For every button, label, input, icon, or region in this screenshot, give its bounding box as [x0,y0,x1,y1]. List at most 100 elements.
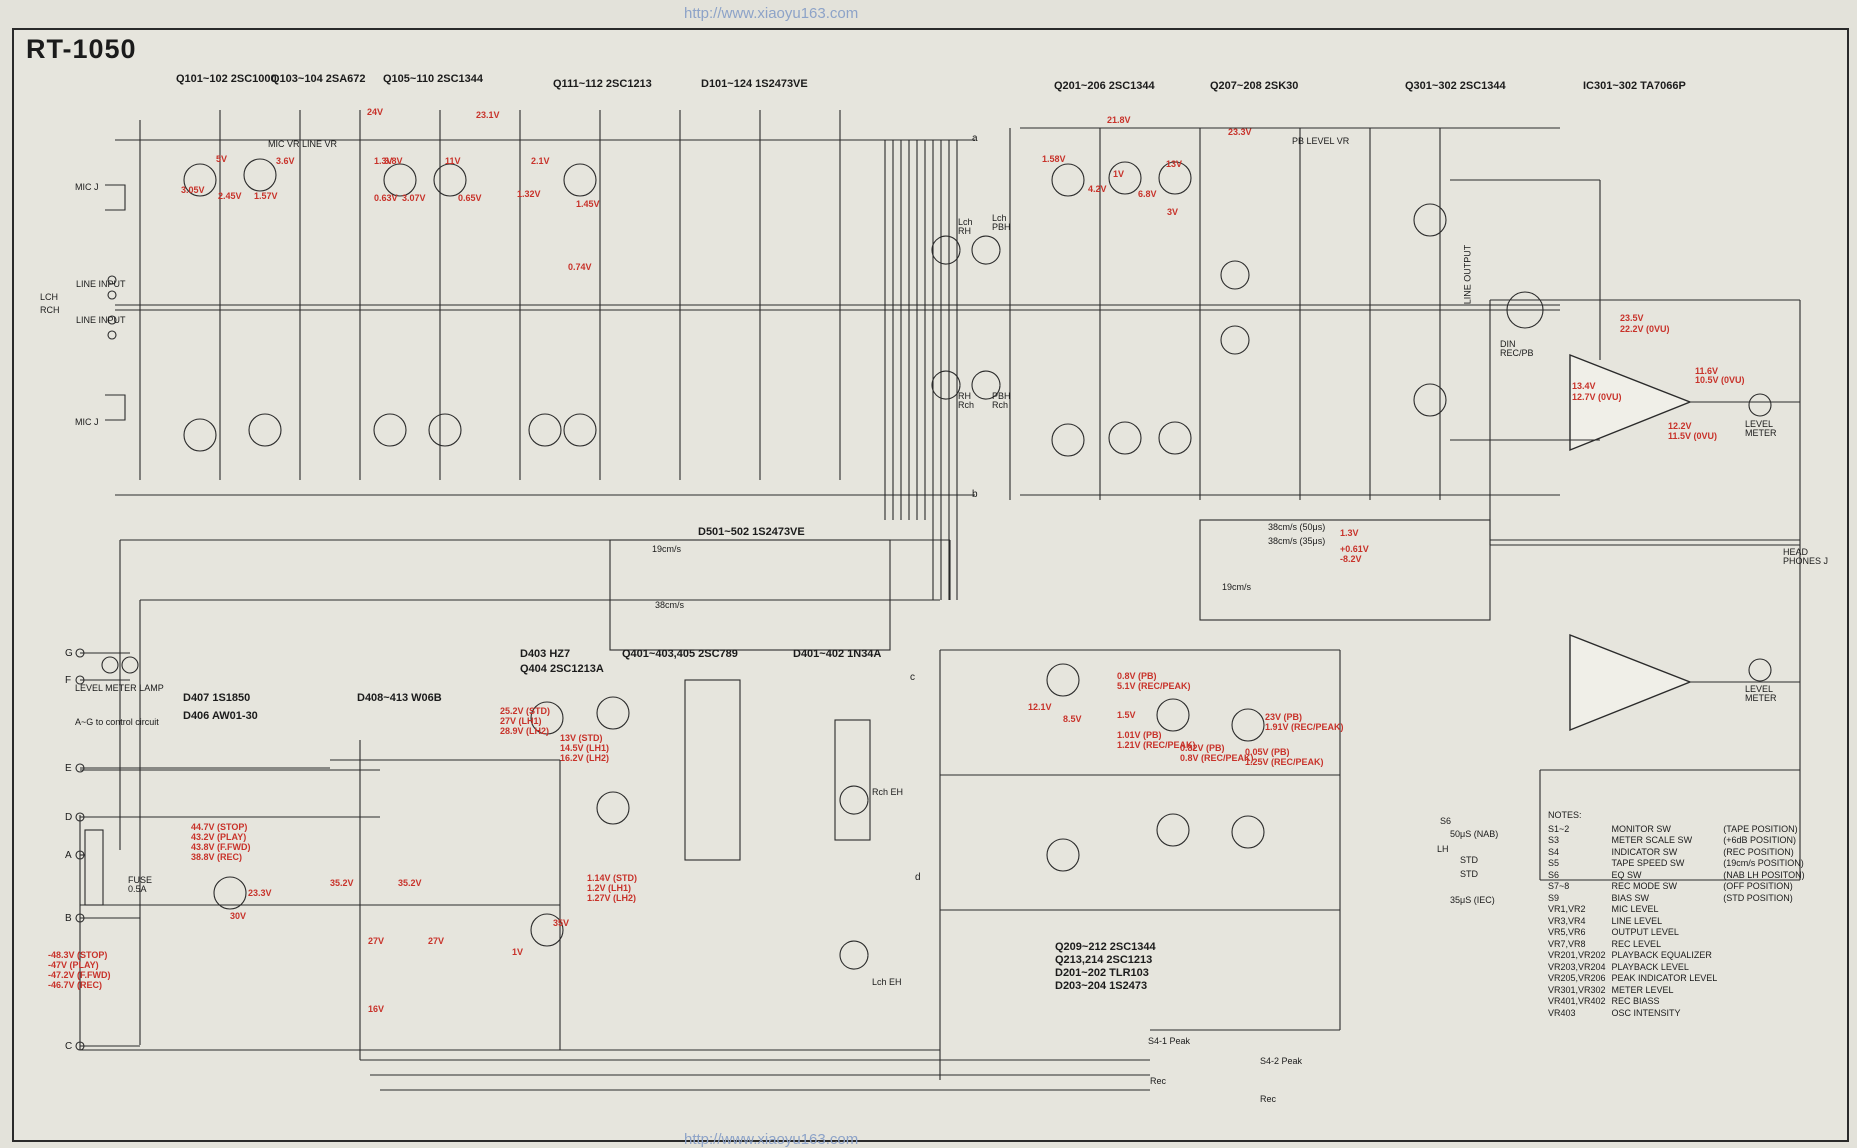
watermark-bottom[interactable]: http://www.xiaoyu163.com [684,1131,859,1148]
header-part-d101: D101~124 1S2473VE [701,78,808,90]
rh-rch: RH Rch [958,391,975,410]
voltage-063v: 0.63V [374,193,398,203]
io-mark-a: a [972,133,978,144]
notes-title: NOTES: [1548,810,1582,820]
voltage-127v: 12.7V (0VU) [1572,392,1622,402]
notes-desc: REC MODE SW [1611,881,1678,891]
notes-desc: BIAS SW [1611,892,1650,903]
voltage-85v: 8.5V [1063,714,1082,724]
terminal-b: B [65,913,72,924]
header-part-q111: Q111~112 2SC1213 [553,78,652,90]
header-part-ic301: IC301~302 TA7066P [1583,80,1686,92]
notes-ref: S4 [1548,846,1560,857]
voltage-115v: 11.5V (0VU) [1668,431,1718,441]
bottom-part-q209: Q209~212 2SC1344 [1055,941,1156,953]
fuse-label: FUSE 0.5A [128,875,153,894]
voltage-483v: -48.3V (STOP) [48,950,108,960]
notes-desc: METER LEVEL [1611,984,1674,995]
header-part-q201: Q201~206 2SC1344 [1054,80,1155,92]
eq-switch-nab: 50μS (NAB) [1450,829,1499,839]
voltage-68v: 6.8V [1138,189,1157,199]
level-meter-lamp-label: LEVEL METER LAMP [75,683,164,693]
header-part-q103: Q103~104 2SA672 [271,73,366,85]
notes-position: (OFF POSITION) [1723,881,1793,891]
voltage-145v: 14.5V (LH1) [560,743,610,753]
notes-ref: VR301,VR302 [1548,984,1606,995]
switch-s4-1: S4-1 Peak [1148,1036,1191,1046]
voltage-447v: 44.7V (STOP) [191,822,248,832]
notes-row: VR301,VR302 METER LEVEL [1548,985,1811,997]
notes-ref: VR5,VR6 [1548,927,1586,937]
notes-ref: VR201,VR202 [1548,950,1606,960]
pb-level-vr-label: PB LEVEL VR [1292,136,1350,146]
line-input-l: LINE INPUT [76,279,126,289]
voltage-438v: 43.8V (F.FWD) [191,842,251,852]
header-part-q105: Q105~110 2SC1344 [383,73,484,85]
control-circuit-label: A~G to control circuit [75,717,159,727]
notes-position [1723,904,1810,916]
terminal-c: C [65,1041,73,1052]
mid-part-d407: D407 1S1850 [183,692,251,704]
switch-s4-2: S4-2 Peak [1260,1056,1303,1066]
notes-ref: S9 [1548,892,1560,903]
io-mark-c: c [910,672,915,683]
voltage-231v: 23.1V [476,110,500,120]
voltage-36v: 3.6V [276,156,295,166]
notes-desc: TAPE SPEED SW [1611,858,1685,868]
line-input-r: LINE INPUT [76,315,126,325]
voltage-13v-b: 13V [1166,159,1183,169]
notes-ref: VR1,VR2 [1548,904,1586,914]
notes-ref: S1~2 [1548,823,1570,834]
notes-position [1723,950,1810,962]
terminal-a: A [65,850,72,861]
voltage-074v: 0.74V [568,262,592,272]
voltage-122v: 12.2V [1668,421,1692,431]
voltage-21v: 2.1V [531,156,550,166]
voltage-467v: -46.7V (REC) [48,980,103,990]
line-output-label: LINE OUTPUT [1462,244,1473,305]
notes-position [1723,973,1810,985]
rch-eh-label: Rch EH [872,787,904,797]
speed-s5-1: 19cm/s [652,544,682,554]
voltage-005v: 0.05V (PB) [1245,747,1290,757]
notes-desc: LINE LEVEL [1611,915,1663,926]
notes-desc: REC BIASS [1611,996,1660,1006]
io-mark-d: d [915,872,921,883]
terminal-d: D [65,812,73,823]
watermark-top[interactable]: http://www.xiaoyu163.com [684,5,859,22]
voltage-24v: 24V [367,107,384,117]
eq-switch-s6: S6 [1440,816,1452,826]
voltage-233v-b: 23.3V [248,888,272,898]
mid-part-d401: D401~402 1N34A [793,648,882,660]
speed-s6: 38cm/s (50μs) [1268,522,1326,532]
voltage-132v: 1.32V [517,189,541,199]
voltage-061v: +0.61V [1340,544,1369,554]
voltage-101v: 1.01V (PB) [1117,730,1162,740]
voltage-11v: 11V [445,156,461,166]
eq-switch-iec: 35μS (IEC) [1450,895,1495,905]
notes-position [1723,916,1810,928]
notes-position: (STD POSITION) [1723,892,1793,903]
notes-desc: METER SCALE SW [1611,835,1693,845]
bottom-part-d203: D203~204 1S2473 [1055,980,1148,992]
voltage-08v-b: 0.8V (REC/PEAK) [1180,753,1254,763]
notes-position: (NAB LH POSITON) [1723,869,1805,880]
notes-position: (+6dB POSITION) [1723,835,1797,845]
voltage-35v: 35V [553,918,570,928]
voltage-305v: 3.05V [181,185,205,195]
mic-line-vr-label: MIC VR LINE VR [268,139,338,149]
voltage-27v-c: 27V [428,936,445,946]
model-title: RT-1050 [26,34,137,64]
voltage-114v: 1.14V (STD) [587,873,638,883]
terminal-e: E [65,763,72,774]
